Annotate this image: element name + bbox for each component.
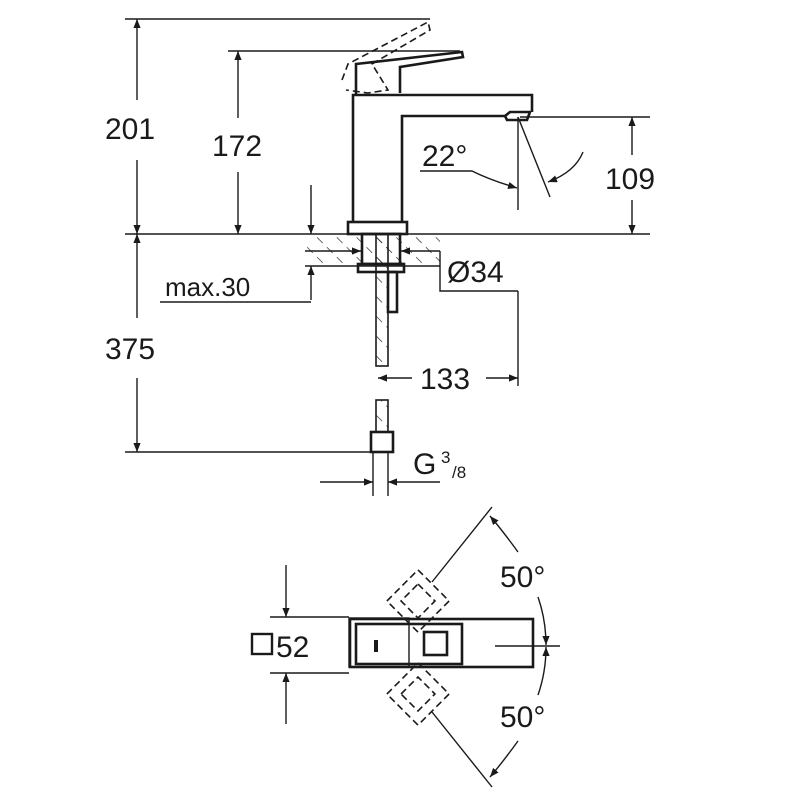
dim-max-thickness: max.30 <box>165 272 250 302</box>
dim-connection-den: /8 <box>452 463 466 482</box>
dim-rotation-left: 50° <box>500 561 545 594</box>
rod <box>386 270 399 314</box>
hose-nut <box>369 430 395 454</box>
dim-spout-angle: 22° <box>422 140 467 173</box>
dim-spout-height: 109 <box>605 163 655 196</box>
lever-raised-dashed <box>341 20 431 94</box>
dim-connection-num: 3 <box>441 448 450 467</box>
dim-hole-diameter: Ø34 <box>447 256 504 289</box>
hose-end <box>375 399 389 433</box>
faucet-side-view <box>305 20 534 454</box>
square-section-icon <box>250 632 274 656</box>
dim-lever-height: 172 <box>212 130 262 163</box>
dim-hose-length: 375 <box>105 333 155 366</box>
dim-rotation-right: 50° <box>500 701 545 734</box>
dim-connection-g: G <box>413 448 436 481</box>
base-plate <box>346 220 409 236</box>
faucet-body <box>351 93 534 222</box>
dim-total-height: 201 <box>105 113 155 146</box>
lever <box>354 50 465 95</box>
supply-hose <box>375 233 389 367</box>
dim-projection: 133 <box>420 363 470 396</box>
aerator <box>503 110 532 122</box>
dimension-lines <box>125 18 650 496</box>
dim-body-size: 52 <box>276 631 309 664</box>
